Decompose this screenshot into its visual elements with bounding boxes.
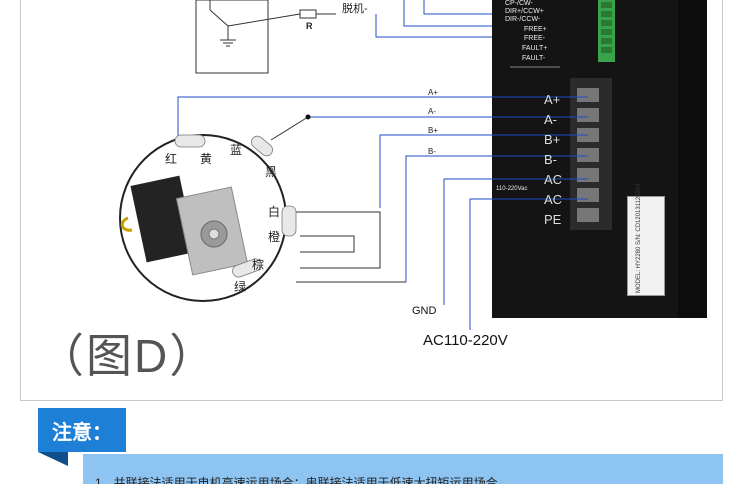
wire-label-b-plus: B+ (428, 126, 439, 135)
signal-dir-plus: DIR+/CCW+ (505, 8, 544, 15)
wire-color-yellow: 黄 (200, 152, 213, 166)
signal-cp: CP-/CW- (505, 0, 533, 7)
wire-color-brown: 棕 (252, 258, 265, 272)
resistor-label: R (306, 21, 313, 31)
notice-tab-fold (38, 452, 68, 466)
signal-free-plus: FREE+ (524, 26, 547, 33)
terminal-b-minus: B- (544, 152, 557, 167)
wire-label-a-plus: A+ (428, 88, 439, 97)
wire-color-white: 白 (268, 205, 281, 219)
controller-box (195, 0, 269, 74)
wire-color-blue: 蓝 (230, 143, 243, 157)
model-sticker: MODEL: HY2280 S/N: CD120131126204 (627, 183, 665, 296)
signal-fault-minus: FAULT- (522, 55, 546, 62)
power-label: AC110-220V (423, 332, 508, 349)
heatsink-edge (678, 0, 707, 318)
signal-dir-minus: DIR-/CCW- (505, 16, 541, 23)
wire-label-a-minus: A- (428, 107, 436, 116)
notice-title: 注意： (38, 408, 126, 452)
voltage-side-label: 110-220Vac (496, 186, 528, 192)
note-line: 1、并联接法适用于电机高速运用场合；串联接法适用于低速大扭矩运用场合 (95, 476, 498, 484)
signal-fault-plus: FAULT+ (522, 45, 548, 52)
terminal-pe: PE (544, 212, 562, 227)
terminal-ac-1: AC (544, 172, 563, 187)
terminal-a-minus: A- (544, 112, 557, 127)
wire-color-black: 黑 (265, 165, 278, 179)
wire-color-orange: 橙 (268, 230, 281, 244)
ground-label: GND (412, 305, 437, 317)
diagram-frame (20, 0, 723, 401)
signal-free-minus: FREE- (524, 35, 545, 42)
figure-label: （图D） (38, 330, 218, 382)
resistor (299, 9, 317, 19)
note-box: 1、并联接法适用于电机高速运用场合；串联接法适用于低速大扭矩运用场合 (83, 454, 723, 484)
wire-color-red: 红 (165, 152, 178, 166)
motor-body (130, 175, 196, 263)
terminal-a-plus: A+ (544, 92, 561, 107)
sticker-text: MODEL: HY2280 S/N: CD120131126204 (636, 183, 642, 293)
wire-label-b-minus: B- (428, 147, 436, 156)
wire-color-green: 绿 (234, 280, 247, 294)
terminal-ac-2: AC (544, 192, 563, 207)
offline-label: 脱机- (342, 3, 368, 15)
terminal-b-plus: B+ (544, 132, 561, 147)
